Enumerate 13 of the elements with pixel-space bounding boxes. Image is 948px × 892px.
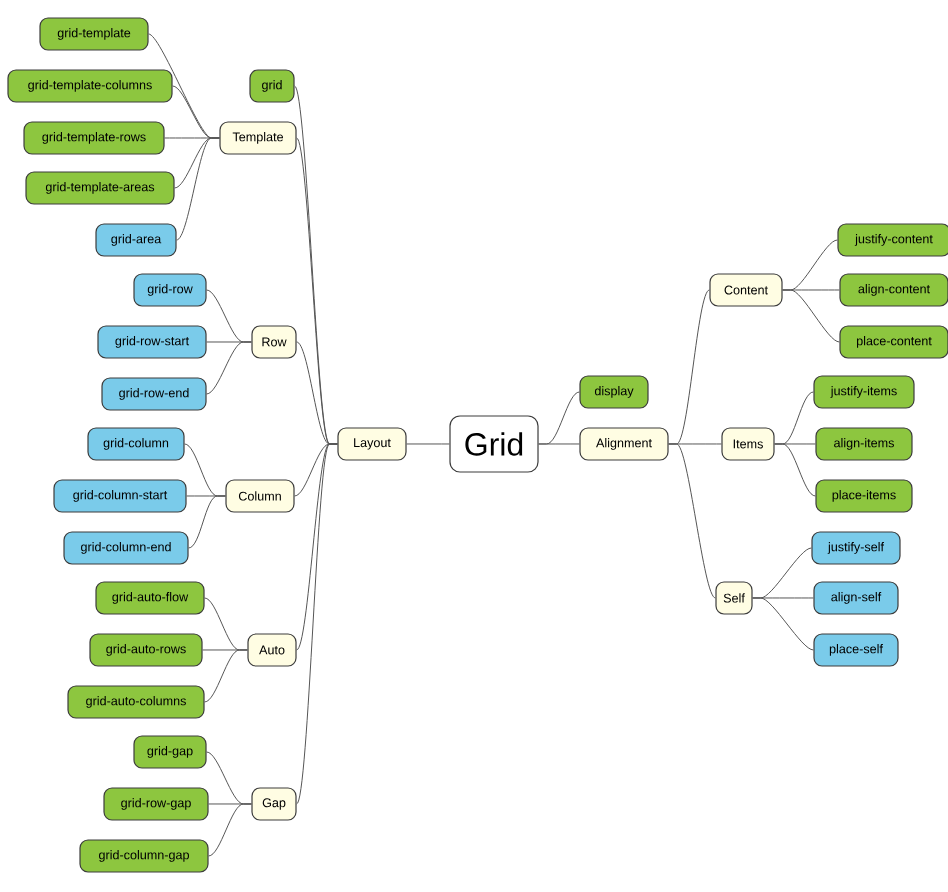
connector [752, 597, 814, 651]
connector [296, 443, 338, 805]
connector [782, 289, 840, 343]
connector [668, 443, 716, 599]
connector [188, 495, 226, 549]
connector [406, 443, 450, 445]
connector [206, 341, 252, 395]
connector [204, 649, 248, 703]
connector [538, 443, 580, 445]
root-box: Grid [449, 415, 539, 473]
connector [774, 443, 816, 497]
connector [208, 803, 252, 857]
connector [176, 137, 220, 241]
